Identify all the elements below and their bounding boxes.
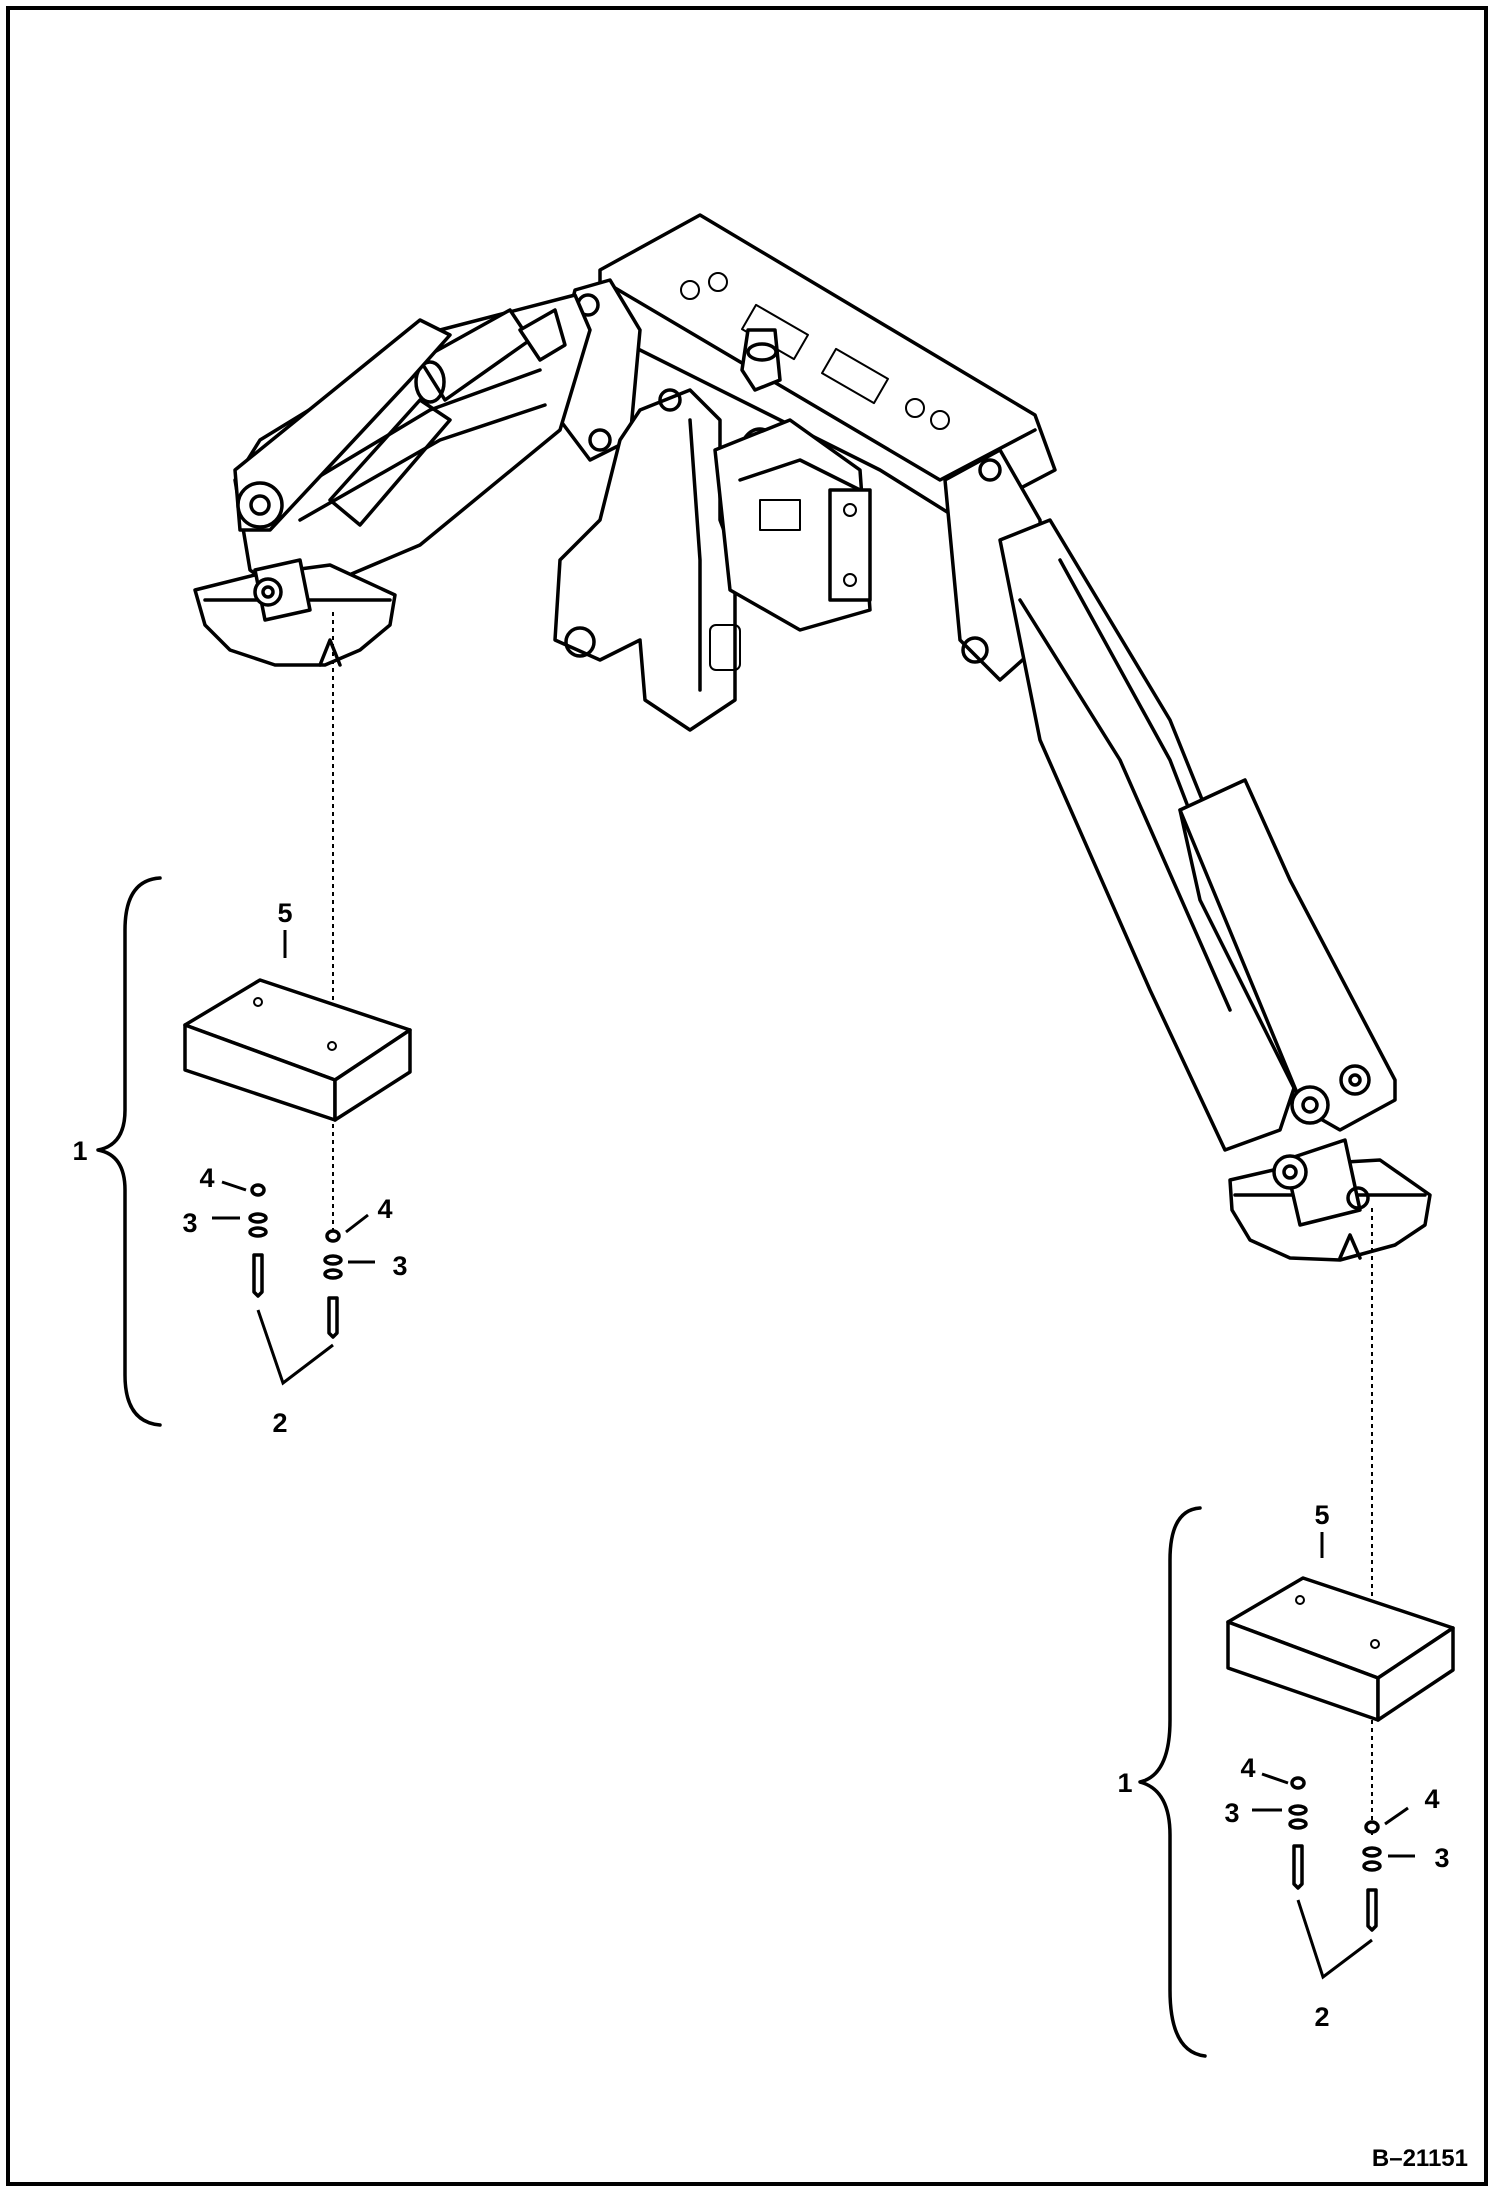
callout-3-right-b: 3 <box>1434 1843 1449 1873</box>
callout-labels: 5 1 4 3 4 3 2 5 1 4 3 4 3 2 B–21151 <box>72 898 1468 2172</box>
fastener-stack-right-b <box>1362 1820 1382 1932</box>
rubber-pad-right <box>1226 1576 1455 1722</box>
nut-icon <box>250 1183 266 1197</box>
assembly-brace-left <box>96 876 162 1427</box>
right-pad-kit <box>1138 1208 1455 2058</box>
nut-icon <box>1290 1776 1306 1790</box>
nut-icon <box>1364 1820 1380 1834</box>
bolt-icon <box>327 1296 339 1339</box>
washer-icon <box>248 1212 268 1224</box>
callout-1-right: 1 <box>1117 1768 1132 1798</box>
stabilizer-frame <box>553 213 1057 732</box>
fastener-stack-left-a <box>248 1183 268 1298</box>
washer-icon <box>1288 1804 1308 1816</box>
right-stabilizer-arm <box>998 518 1432 1262</box>
nut-icon <box>325 1229 341 1243</box>
callout-1-left: 1 <box>72 1136 87 1166</box>
fastener-stack-right-a <box>1288 1776 1308 1890</box>
callout-5-right: 5 <box>1314 1500 1329 1530</box>
bolt-icon <box>1366 1888 1378 1932</box>
drawing-reference-code: B–21151 <box>1372 2145 1468 2172</box>
fastener-stack-left-b <box>323 1229 343 1339</box>
callout-4-left-a: 4 <box>199 1163 214 1193</box>
left-stabilizer-arm <box>193 293 592 667</box>
washer-icon <box>1288 1818 1308 1830</box>
washer-icon <box>323 1268 343 1280</box>
assembly-brace-right <box>1138 1506 1207 2058</box>
left-pad-kit <box>96 612 412 1427</box>
callout-5-left: 5 <box>277 898 292 928</box>
rubber-pad-left <box>183 978 412 1122</box>
callout-4-left-b: 4 <box>377 1194 392 1224</box>
callout-3-left-b: 3 <box>392 1251 407 1281</box>
washer-icon <box>1362 1846 1382 1858</box>
callout-3-left-a: 3 <box>182 1208 197 1238</box>
washer-icon <box>1362 1860 1382 1872</box>
washer-icon <box>323 1254 343 1266</box>
callout-2-left: 2 <box>272 1408 287 1438</box>
callout-2-right: 2 <box>1314 2002 1329 2032</box>
callout-4-right-b: 4 <box>1424 1784 1439 1814</box>
callout-4-right-a: 4 <box>1240 1753 1255 1783</box>
washer-icon <box>248 1226 268 1238</box>
callout-3-right-a: 3 <box>1224 1798 1239 1828</box>
bolt-icon <box>252 1253 264 1298</box>
bolt-icon <box>1292 1844 1304 1890</box>
